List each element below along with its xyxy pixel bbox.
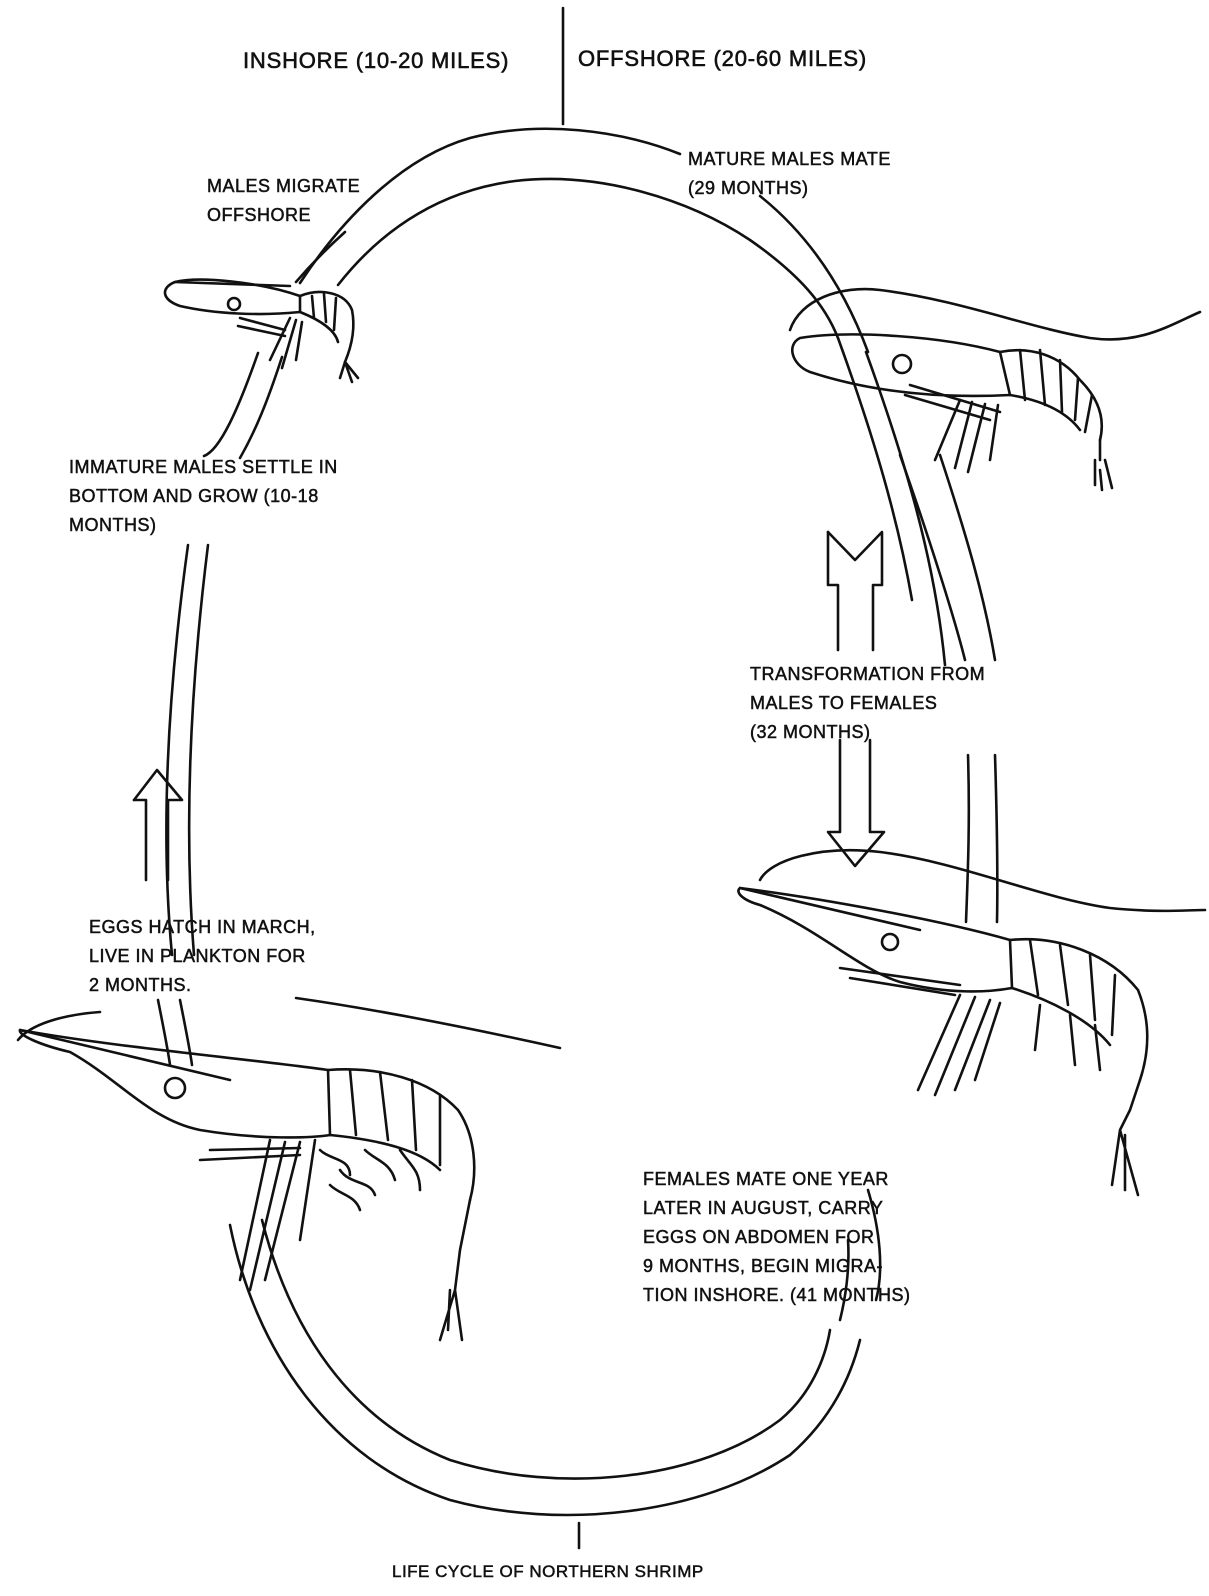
label-line: FEMALES MATE ONE YEAR	[643, 1165, 911, 1194]
label-line: 9 MONTHS, BEGIN MIGRA-	[643, 1252, 911, 1281]
label-line: MATURE MALES MATE	[688, 145, 891, 174]
diagram-caption: LIFE CYCLE OF NORTHERN SHRIMP	[392, 1562, 704, 1582]
label-line: MALES TO FEMALES	[750, 689, 985, 718]
shrimp-juvenile-male	[165, 280, 358, 382]
label-line: MALES MIGRATE	[207, 172, 360, 201]
label-line: OFFSHORE	[207, 201, 360, 230]
shrimp-mature-male	[792, 334, 1112, 490]
label-line: EGGS ON ABDOMEN FOR	[643, 1223, 911, 1252]
label-line: TRANSFORMATION FROM	[750, 660, 985, 689]
up-arrow	[134, 770, 182, 880]
label-eggs-hatch: EGGS HATCH IN MARCH, LIVE IN PLANKTON FO…	[89, 913, 316, 1000]
label-line: LIVE IN PLANKTON FOR	[89, 942, 316, 971]
label-line: 2 MONTHS.	[89, 971, 316, 1000]
label-transformation: TRANSFORMATION FROM MALES TO FEMALES (32…	[750, 660, 985, 747]
label-line: BOTTOM AND GROW (10-18	[69, 482, 338, 511]
label-females-mate: FEMALES MATE ONE YEAR LATER IN AUGUST, C…	[643, 1165, 911, 1310]
offshore-header: OFFSHORE (20-60 MILES)	[578, 46, 867, 72]
label-line: IMMATURE MALES SETTLE IN	[69, 453, 338, 482]
label-line: (32 MONTHS)	[750, 718, 985, 747]
label-mature-males: MATURE MALES MATE (29 MONTHS)	[688, 145, 891, 203]
label-line: (29 MONTHS)	[688, 174, 891, 203]
label-immature-males: IMMATURE MALES SETTLE IN BOTTOM AND GROW…	[69, 453, 338, 540]
label-line: EGGS HATCH IN MARCH,	[89, 913, 316, 942]
shrimp-egg-bearing-female	[20, 1030, 474, 1340]
label-males-migrate: MALES MIGRATE OFFSHORE	[207, 172, 360, 230]
label-line: MONTHS)	[69, 511, 338, 540]
shrimp-transitional-female	[738, 888, 1147, 1195]
inshore-header: INSHORE (10-20 MILES)	[243, 48, 509, 74]
label-line: LATER IN AUGUST, CARRY	[643, 1194, 911, 1223]
label-line: TION INSHORE. (41 MONTHS)	[643, 1281, 911, 1310]
